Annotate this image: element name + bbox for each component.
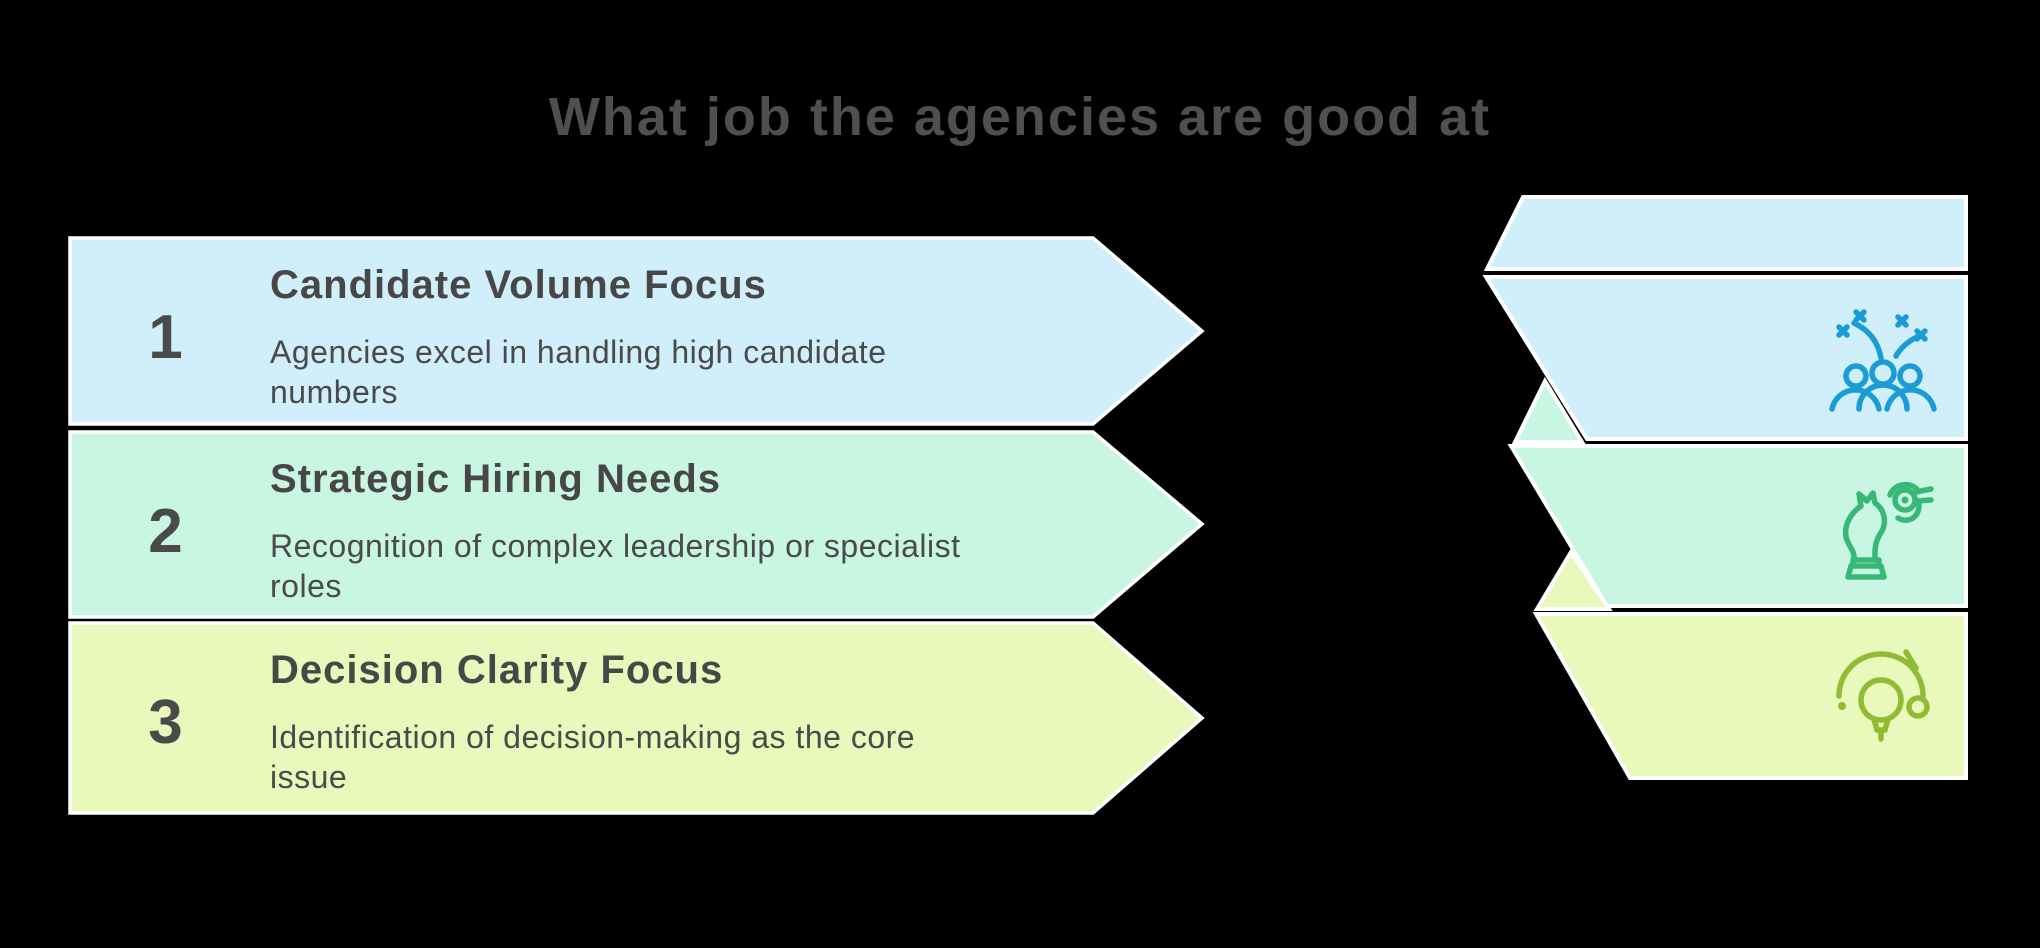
item-number: 1 [148, 303, 183, 372]
item-number: 3 [148, 688, 183, 757]
arrow-band-3 [68, 621, 1205, 815]
item-description: Identification of decision-making as the… [270, 717, 1150, 797]
item-description-line: roles [270, 568, 342, 604]
chevron-yellow-block [1532, 612, 1968, 780]
item-description-line: Recognition of complex leadership or spe… [270, 528, 961, 564]
chevron-blue-top-band [1483, 195, 1968, 271]
main-title: What job the agencies are good at [548, 87, 1492, 147]
item-title: Decision Clarity Focus [270, 648, 724, 692]
arrow-band-1 [68, 236, 1205, 426]
arrow-band-2 [68, 430, 1205, 619]
item-description: Recognition of complex leadership or spe… [270, 526, 1150, 606]
item-description-line: Identification of decision-making as the… [270, 719, 916, 755]
chess-knight-icon [1842, 481, 1934, 580]
chevron-blue-block [1482, 275, 1968, 441]
lightbulb-idea-icon [1836, 649, 1930, 742]
item-description-line: issue [270, 759, 348, 795]
item-title: Strategic Hiring Needs [270, 457, 722, 501]
celebration-people-icon [1829, 309, 1937, 412]
item-description: Agencies excel in handling high candidat… [270, 332, 1150, 412]
item-title: Candidate Volume Focus [270, 263, 767, 307]
item-description-line: numbers [270, 374, 398, 410]
item-number: 2 [148, 497, 183, 566]
item-description-line: Agencies excel in handling high candidat… [270, 334, 887, 370]
chevron-mint-peek-triangle [1511, 376, 1586, 444]
